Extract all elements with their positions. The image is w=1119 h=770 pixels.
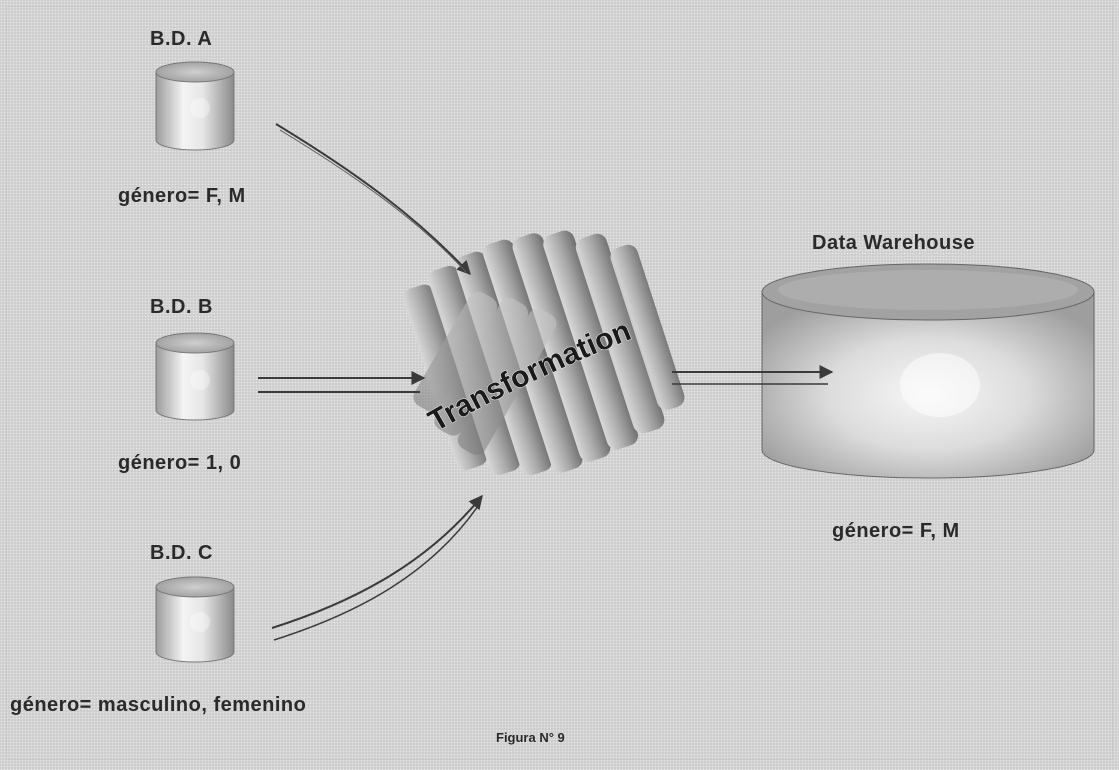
figure-caption: Figura N° 9 xyxy=(496,730,565,745)
warehouse-encoding: género= F, M xyxy=(832,520,960,542)
database-b-cylinder xyxy=(155,332,235,421)
database-b-title: B.D. B xyxy=(150,296,213,318)
database-c-encoding: género= masculino, femenino xyxy=(10,694,307,716)
database-a-encoding: género= F, M xyxy=(118,185,246,207)
database-c-cylinder xyxy=(155,576,235,663)
arrow-transformation-to-warehouse xyxy=(672,365,834,385)
data-warehouse-cylinder xyxy=(761,263,1095,479)
arrow-a-to-transformation xyxy=(275,123,471,276)
arrow-b-to-transformation xyxy=(258,371,426,393)
transformation-swirl xyxy=(403,230,685,476)
database-a-cylinder xyxy=(155,61,235,151)
warehouse-title: Data Warehouse xyxy=(812,232,975,254)
arrow-c-to-transformation xyxy=(271,494,483,641)
database-b-encoding: género= 1, 0 xyxy=(118,452,242,474)
database-c-title: B.D. C xyxy=(150,542,213,564)
database-a-title: B.D. A xyxy=(150,28,213,50)
